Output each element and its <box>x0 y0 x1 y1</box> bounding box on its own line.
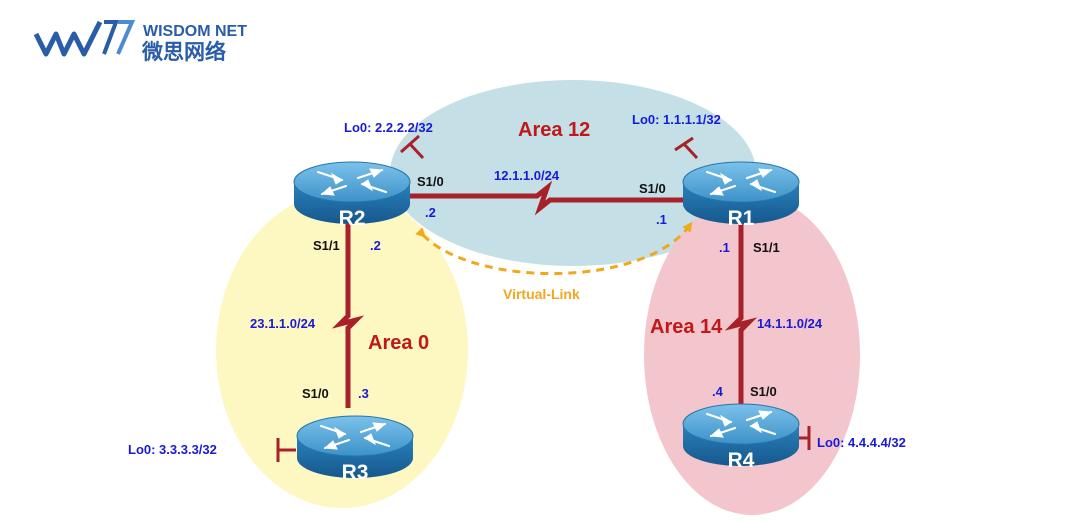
host-label-r2-link-r3: .2 <box>370 238 381 253</box>
area-0-label: Area 0 <box>368 332 429 354</box>
host-label-r1-link-r4: .1 <box>719 240 730 255</box>
loopback-stub-r3 <box>276 438 296 462</box>
loopback-label-r4: Lo0: 4.4.4.4/32 <box>817 435 906 450</box>
host-label-r2-link-r1: .2 <box>425 205 436 220</box>
loopback-label-r1: Lo0: 1.1.1.1/32 <box>632 112 721 127</box>
iface-label-r2-s10: S1/0 <box>417 174 444 189</box>
network-label-r1-r4: 14.1.1.0/24 <box>757 316 823 331</box>
area-12-region <box>390 80 756 266</box>
iface-label-r2-s11: S1/1 <box>313 238 340 253</box>
link-r2-r1 <box>410 180 690 216</box>
brand-name: WISDOM NET <box>143 23 247 40</box>
router-name-r2: R2 <box>339 207 366 230</box>
router-name-r1: R1 <box>728 207 755 230</box>
wisdom-net-logo-icon <box>33 20 136 57</box>
loopback-label-r3: Lo0: 3.3.3.3/32 <box>128 442 217 457</box>
loopback-stub-r1 <box>674 136 699 160</box>
router-name-r3: R3 <box>342 461 369 484</box>
brand-name-cn: 微思网络 <box>141 40 226 64</box>
link-r2-r3 <box>331 222 365 408</box>
host-label-r1-link-r2: .1 <box>656 212 667 227</box>
router-r3: R3 <box>295 414 415 484</box>
loopback-stub-r4 <box>799 426 811 450</box>
router-name-r4: R4 <box>728 449 755 472</box>
link-r1-r4 <box>724 222 758 408</box>
router-r4: R4 <box>681 402 801 472</box>
area-14-label: Area 14 <box>650 316 723 338</box>
loopback-label-r2: Lo0: 2.2.2.2/32 <box>344 120 433 135</box>
router-r1: R1 <box>681 160 801 230</box>
virtual-link-line <box>415 221 693 275</box>
area-12-label: Area 12 <box>518 119 590 141</box>
network-label-r2-r3: 23.1.1.0/24 <box>250 316 316 331</box>
iface-label-r1-s11: S1/1 <box>753 240 780 255</box>
iface-label-r4-s10: S1/0 <box>750 384 777 399</box>
host-label-r4-link-r1: .4 <box>712 384 724 399</box>
router-r2: R2 <box>292 160 412 230</box>
host-label-r3-link-r2: .3 <box>358 386 369 401</box>
network-label-r2-r1: 12.1.1.0/24 <box>494 168 560 183</box>
virtual-link-label: Virtual-Link <box>503 286 580 302</box>
iface-label-r1-s10: S1/0 <box>639 181 666 196</box>
iface-label-r3-s10: S1/0 <box>302 386 329 401</box>
loopback-stub-r2 <box>400 134 425 160</box>
